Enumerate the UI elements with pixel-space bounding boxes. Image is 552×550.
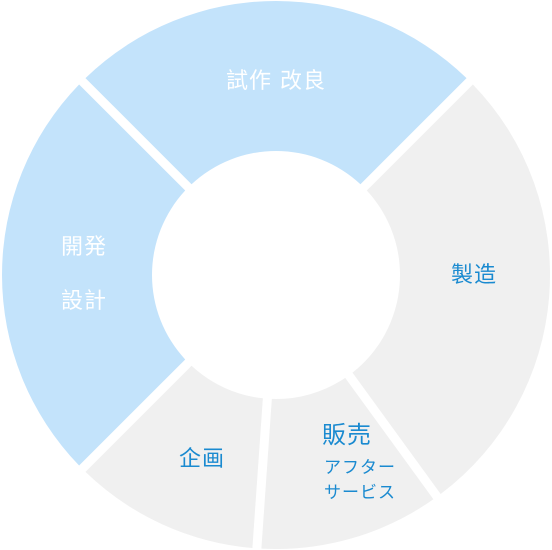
label-kikaku: 企画	[179, 447, 225, 472]
label-seizo: 製造	[451, 263, 497, 288]
segment-shisaku	[85, 1, 467, 185]
label-hanbai-sub-2: サービス	[324, 483, 396, 503]
label-hanbai-sub-1: アフター	[324, 458, 396, 478]
segment-hanbai	[261, 377, 434, 550]
segment-seizo	[352, 84, 551, 495]
label-kaihatsu-2: 設計	[61, 289, 107, 314]
label-shisaku: 試作 改良	[226, 69, 326, 94]
segment-kaihatsu	[2, 84, 186, 466]
label-kaihatsu-1: 開発	[61, 235, 107, 260]
segment-kikaku	[85, 365, 263, 548]
label-hanbai: 販売	[322, 421, 372, 449]
